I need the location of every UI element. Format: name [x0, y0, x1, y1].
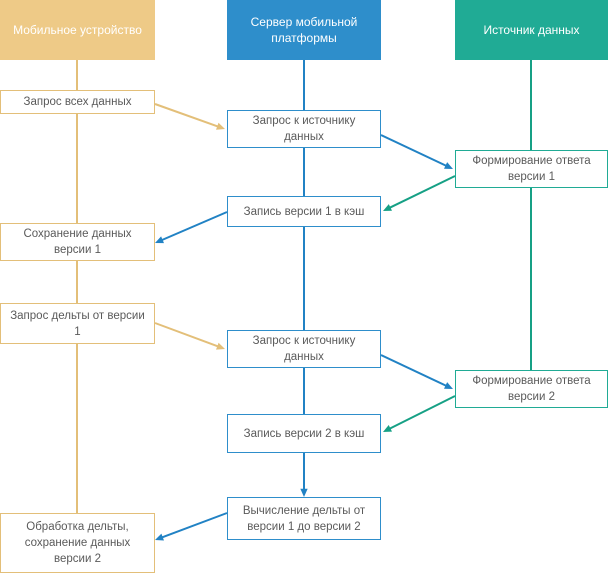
arrowhead-a4 — [155, 236, 164, 244]
arrow-a8 — [161, 512, 228, 539]
lane-header-mobile-label: Мобильное устройство — [13, 23, 142, 37]
arrow-a4 — [161, 211, 228, 242]
lane-header-source: Источник данных — [455, 0, 608, 60]
node-build-response-v2[interactable]: Формирование ответа версии 2 — [455, 370, 608, 408]
node-cache-write-v2[interactable]: Запись версии 2 в кэш — [227, 414, 381, 453]
arrow-a1 — [154, 103, 219, 128]
lane-header-source-label: Источник данных — [483, 23, 580, 37]
arrowhead-a5 — [216, 342, 225, 350]
node-label: Запись версии 1 в кэш — [243, 205, 365, 218]
arrow-a7 — [388, 395, 456, 430]
lane-header-mobile: Мобильное устройство — [0, 0, 155, 60]
node-label: Обработка дельты, сохранение данных верс… — [24, 521, 131, 565]
arrow-a5 — [154, 322, 219, 348]
node-cache-write-v1[interactable]: Запись версии 1 в кэш — [227, 196, 381, 227]
node-process-delta-save-v2[interactable]: Обработка дельты, сохранение данных верс… — [0, 513, 155, 573]
node-save-data-v1[interactable]: Сохранение данных версии 1 — [0, 223, 155, 261]
node-build-response-v1[interactable]: Формирование ответа версии 1 — [455, 150, 608, 188]
arrowhead-a1 — [216, 122, 225, 130]
arrowhead-l-server-5 — [300, 488, 308, 497]
node-request-delta-from-v1[interactable]: Запрос дельты от версии 1 — [0, 303, 155, 344]
arrowhead-a2 — [444, 162, 453, 169]
node-label: Запрос всех данных — [23, 96, 132, 108]
arrow-a2 — [380, 134, 448, 167]
node-label: Запрос к источнику данных — [252, 115, 356, 143]
lane-header-server-label: Сервер мобильной платформы — [250, 15, 358, 45]
arrowhead-a8 — [155, 533, 164, 541]
arrow-a6 — [380, 354, 448, 387]
lane-header-server: Сервер мобильной платформы — [227, 0, 381, 60]
arrow-a3 — [388, 175, 456, 209]
node-request-to-source-1[interactable]: Запрос к источнику данных — [227, 110, 381, 148]
node-label: Запрос к источнику данных — [252, 335, 356, 363]
node-label: Вычисление дельты от версии 1 до версии … — [242, 504, 366, 533]
arrowhead-a6 — [444, 382, 453, 389]
arrowhead-a3 — [383, 204, 392, 211]
node-label: Формирование ответа версии 1 — [472, 155, 591, 183]
node-compute-delta-v1-to-v2[interactable]: Вычисление дельты от версии 1 до версии … — [227, 497, 381, 540]
node-request-to-source-2[interactable]: Запрос к источнику данных — [227, 330, 381, 368]
arrowhead-a7 — [383, 425, 392, 432]
node-label: Запрос дельты от версии 1 — [10, 309, 145, 338]
node-label: Запись версии 2 в кэш — [243, 427, 365, 440]
node-request-all-data[interactable]: Запрос всех данных — [0, 90, 155, 114]
node-label: Формирование ответа версии 2 — [472, 375, 591, 403]
node-label: Сохранение данных версии 1 — [23, 228, 132, 256]
